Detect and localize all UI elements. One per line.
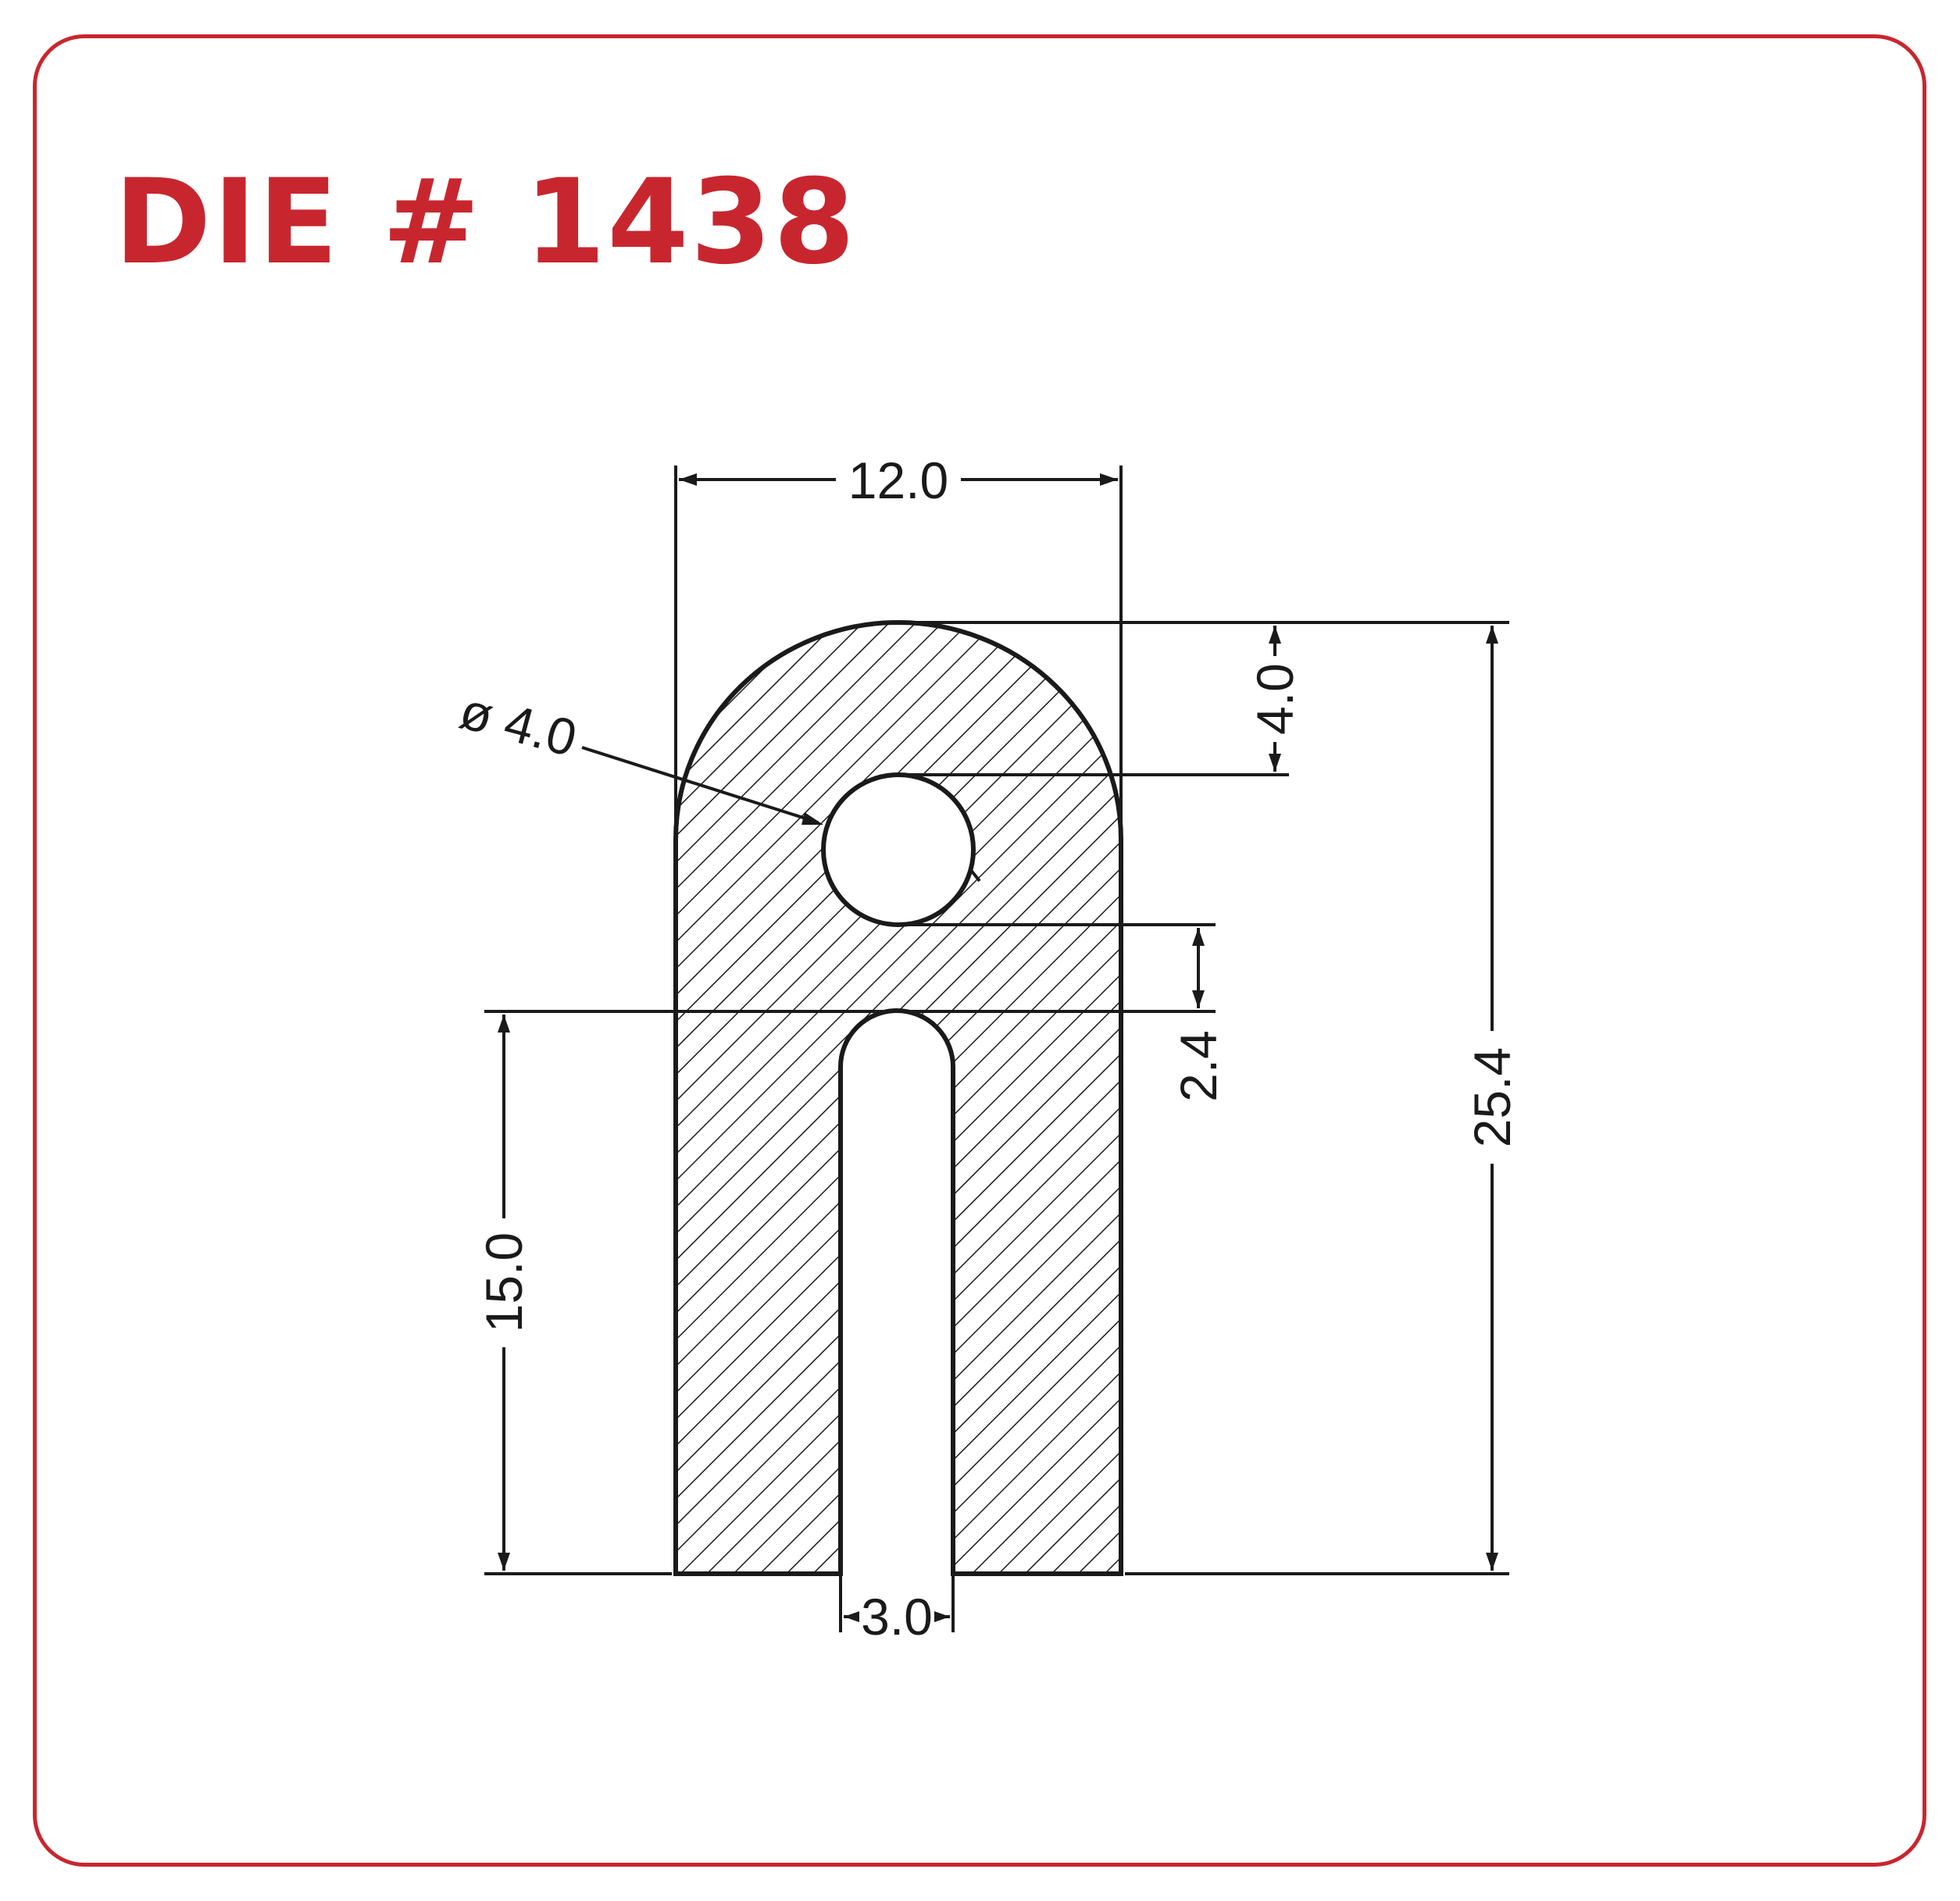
dim-overall-height-label: 25.4 [1463, 1047, 1521, 1147]
dim-slot-depth-label: 15.0 [475, 1232, 533, 1332]
dim-overall-width [674, 465, 1123, 840]
dim-slot-depth [484, 1015, 672, 1575]
dim-slot-width-label: 3.0 [861, 1588, 933, 1646]
dim-top-wall-label: 4.0 [1246, 663, 1304, 735]
dim-hole-diameter [581, 746, 981, 883]
dim-overall-height [1125, 621, 1509, 1575]
dim-overall-width-label: 12.0 [848, 451, 948, 509]
dim-slot-width [839, 1574, 955, 1632]
profile-outline [673, 619, 1123, 1576]
dim-bridge [484, 923, 1216, 1013]
dim-top-wall [898, 621, 1289, 776]
dim-hole-diameter-label: ø 4.0 [454, 681, 582, 767]
page-title: DIE # 1438 [114, 155, 857, 291]
dim-bridge-label: 2.4 [1169, 1030, 1227, 1102]
profile-section [673, 619, 1123, 1576]
